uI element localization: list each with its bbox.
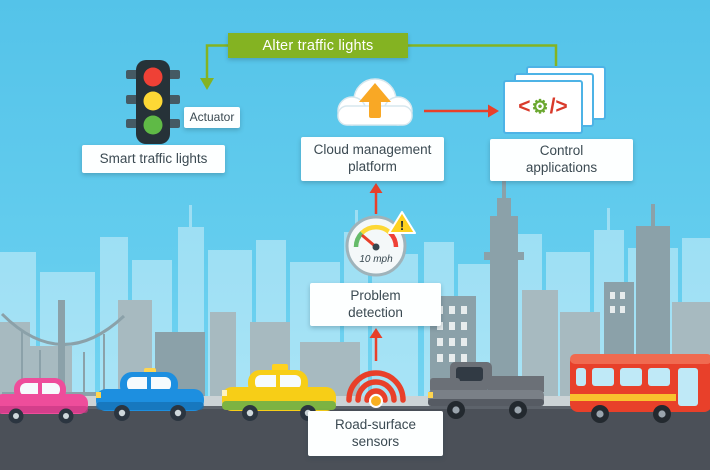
code-close: /> [549,95,568,118]
green-connector [205,44,558,78]
banner-label: Alter traffic lights [262,37,374,54]
green-lamp [143,115,163,135]
cloud-platform-node: Cloud management platform [301,137,444,181]
red-arrowheads [369,104,499,338]
upload-arrow [359,83,391,118]
actuator-tag: Actuator [184,107,240,128]
gauge-reading: 10 mph [359,254,393,265]
blue-car [96,368,204,421]
control-applications-node: Control applications [490,139,633,181]
traffic-light-icon [126,60,180,144]
actuator-label: Actuator [189,110,235,124]
control-applications-label: Control applications [525,143,598,175]
gear-icon: ⚙ [531,96,549,118]
wifi-sensor-icon [346,370,406,408]
code-icon-text: < ⚙ /> [504,81,582,133]
red-lamp [143,67,163,87]
smart-traffic-lights-node: Smart traffic lights [82,145,225,173]
code-open: < [518,95,531,118]
red-bus [570,354,710,423]
green-arrowhead [200,78,214,90]
alter-traffic-lights-banner: Alter traffic lights [228,33,408,58]
yellow-lamp [143,91,163,111]
pink-car [0,378,88,424]
problem-detection-label: Problem detection [348,287,403,320]
cloud-platform-label: Cloud management platform [313,142,432,174]
code-pages-icon [503,66,606,134]
road-surface-sensors-label: Road-surface sensors [334,416,417,449]
warning-icon: ! [388,211,416,234]
taxi [222,364,336,421]
road-surface-sensors-node: Road-surface sensors [308,411,443,456]
warning-mark: ! [400,218,404,233]
pickup-truck [428,362,544,419]
red-connectors [374,109,488,361]
cloud-upload-icon [337,78,413,126]
problem-detection-node: Problem detection [310,283,441,326]
smart-traffic-lights-label: Smart traffic lights [99,150,208,166]
